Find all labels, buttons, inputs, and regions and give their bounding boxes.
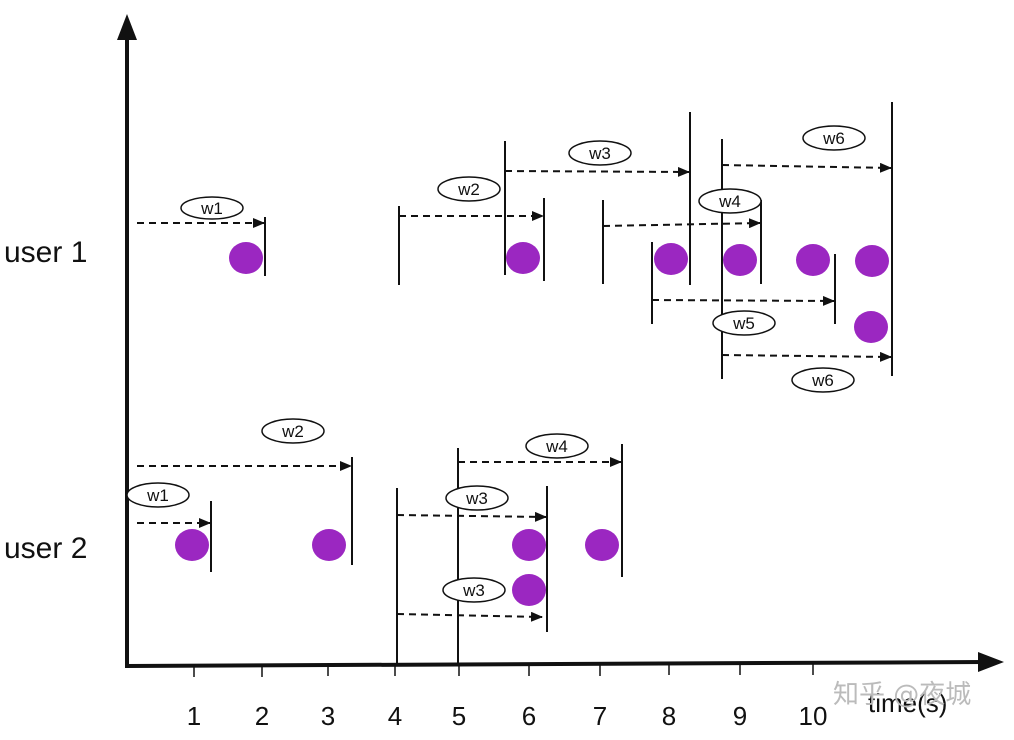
event-dot	[512, 529, 546, 561]
x-tick-label: 2	[255, 701, 269, 731]
watermark: 知乎 @夜城	[833, 680, 971, 710]
x-tick-label: 8	[662, 701, 676, 731]
window-arrow	[721, 351, 892, 362]
window-arrow	[396, 611, 543, 622]
window-label: w3	[445, 485, 509, 511]
svg-text:w4: w4	[718, 192, 741, 211]
event-dot	[312, 529, 346, 561]
event-dot	[175, 529, 209, 561]
user2-window-labels: w2 w4 w1 w3 w3	[126, 418, 589, 603]
x-tick-label: 10	[799, 701, 828, 731]
event-dot	[654, 243, 688, 275]
svg-text:w4: w4	[545, 437, 568, 456]
window-label: w3	[568, 140, 632, 166]
window-label: w1	[180, 196, 244, 220]
window-label: w6	[791, 367, 855, 393]
event-dot	[796, 244, 830, 276]
x-tick-label: 3	[321, 701, 335, 731]
x-axis	[126, 660, 986, 668]
event-dot	[854, 311, 888, 343]
window-label: w1	[126, 482, 190, 508]
window-label: w6	[802, 125, 866, 151]
x-ticks: 1 2 3 4 5 6 7 8 9 10 time(s)	[187, 663, 947, 731]
svg-text:w6: w6	[811, 371, 834, 390]
window-arrow	[504, 166, 690, 177]
user2-events	[175, 529, 619, 606]
x-axis-end-label: time(s)	[868, 688, 947, 718]
svg-text:w2: w2	[457, 180, 480, 199]
x-tick-label: 4	[388, 701, 402, 731]
window-label: w4	[698, 188, 762, 214]
svg-text:w3: w3	[465, 489, 488, 508]
event-dot	[229, 242, 263, 274]
svg-text:w6: w6	[822, 129, 845, 148]
x-tick-label: 9	[733, 701, 747, 731]
x-tick-label: 6	[522, 701, 536, 731]
window-label: w4	[525, 433, 589, 459]
svg-text:w3: w3	[588, 144, 611, 163]
window-arrow	[721, 162, 892, 173]
event-dot	[723, 244, 757, 276]
user1-events	[229, 242, 889, 343]
row-label-user1: user 1	[4, 236, 87, 269]
window-arrow	[602, 218, 761, 229]
svg-text:w2: w2	[281, 422, 304, 441]
x-tick-label: 5	[452, 701, 466, 731]
user1-boundaries	[264, 102, 893, 379]
svg-text:w3: w3	[462, 581, 485, 600]
window-arrow	[396, 511, 547, 522]
window-label: w2	[437, 176, 501, 202]
window-arrow	[651, 295, 835, 306]
y-axis-arrowhead	[117, 14, 137, 40]
svg-text:w1: w1	[146, 486, 169, 505]
svg-text:w1: w1	[200, 199, 223, 218]
svg-text:w5: w5	[732, 314, 755, 333]
event-dot	[585, 529, 619, 561]
window-label: w2	[261, 418, 325, 444]
user2-window-arrows	[137, 457, 622, 622]
window-label: w3	[442, 577, 506, 603]
window-label: w5	[712, 310, 776, 336]
x-tick-label: 7	[593, 701, 607, 731]
user1-window-arrows	[137, 162, 892, 362]
event-dot	[512, 574, 546, 606]
user2-boundaries	[210, 444, 623, 665]
user1-window-labels: w1 w2 w3 w4 w6 w5 w6	[180, 125, 866, 393]
row-label-user2: user 2	[4, 532, 87, 565]
x-axis-arrowhead	[978, 652, 1004, 672]
x-tick-label: 1	[187, 701, 201, 731]
event-dot	[506, 242, 540, 274]
event-dot	[855, 245, 889, 277]
